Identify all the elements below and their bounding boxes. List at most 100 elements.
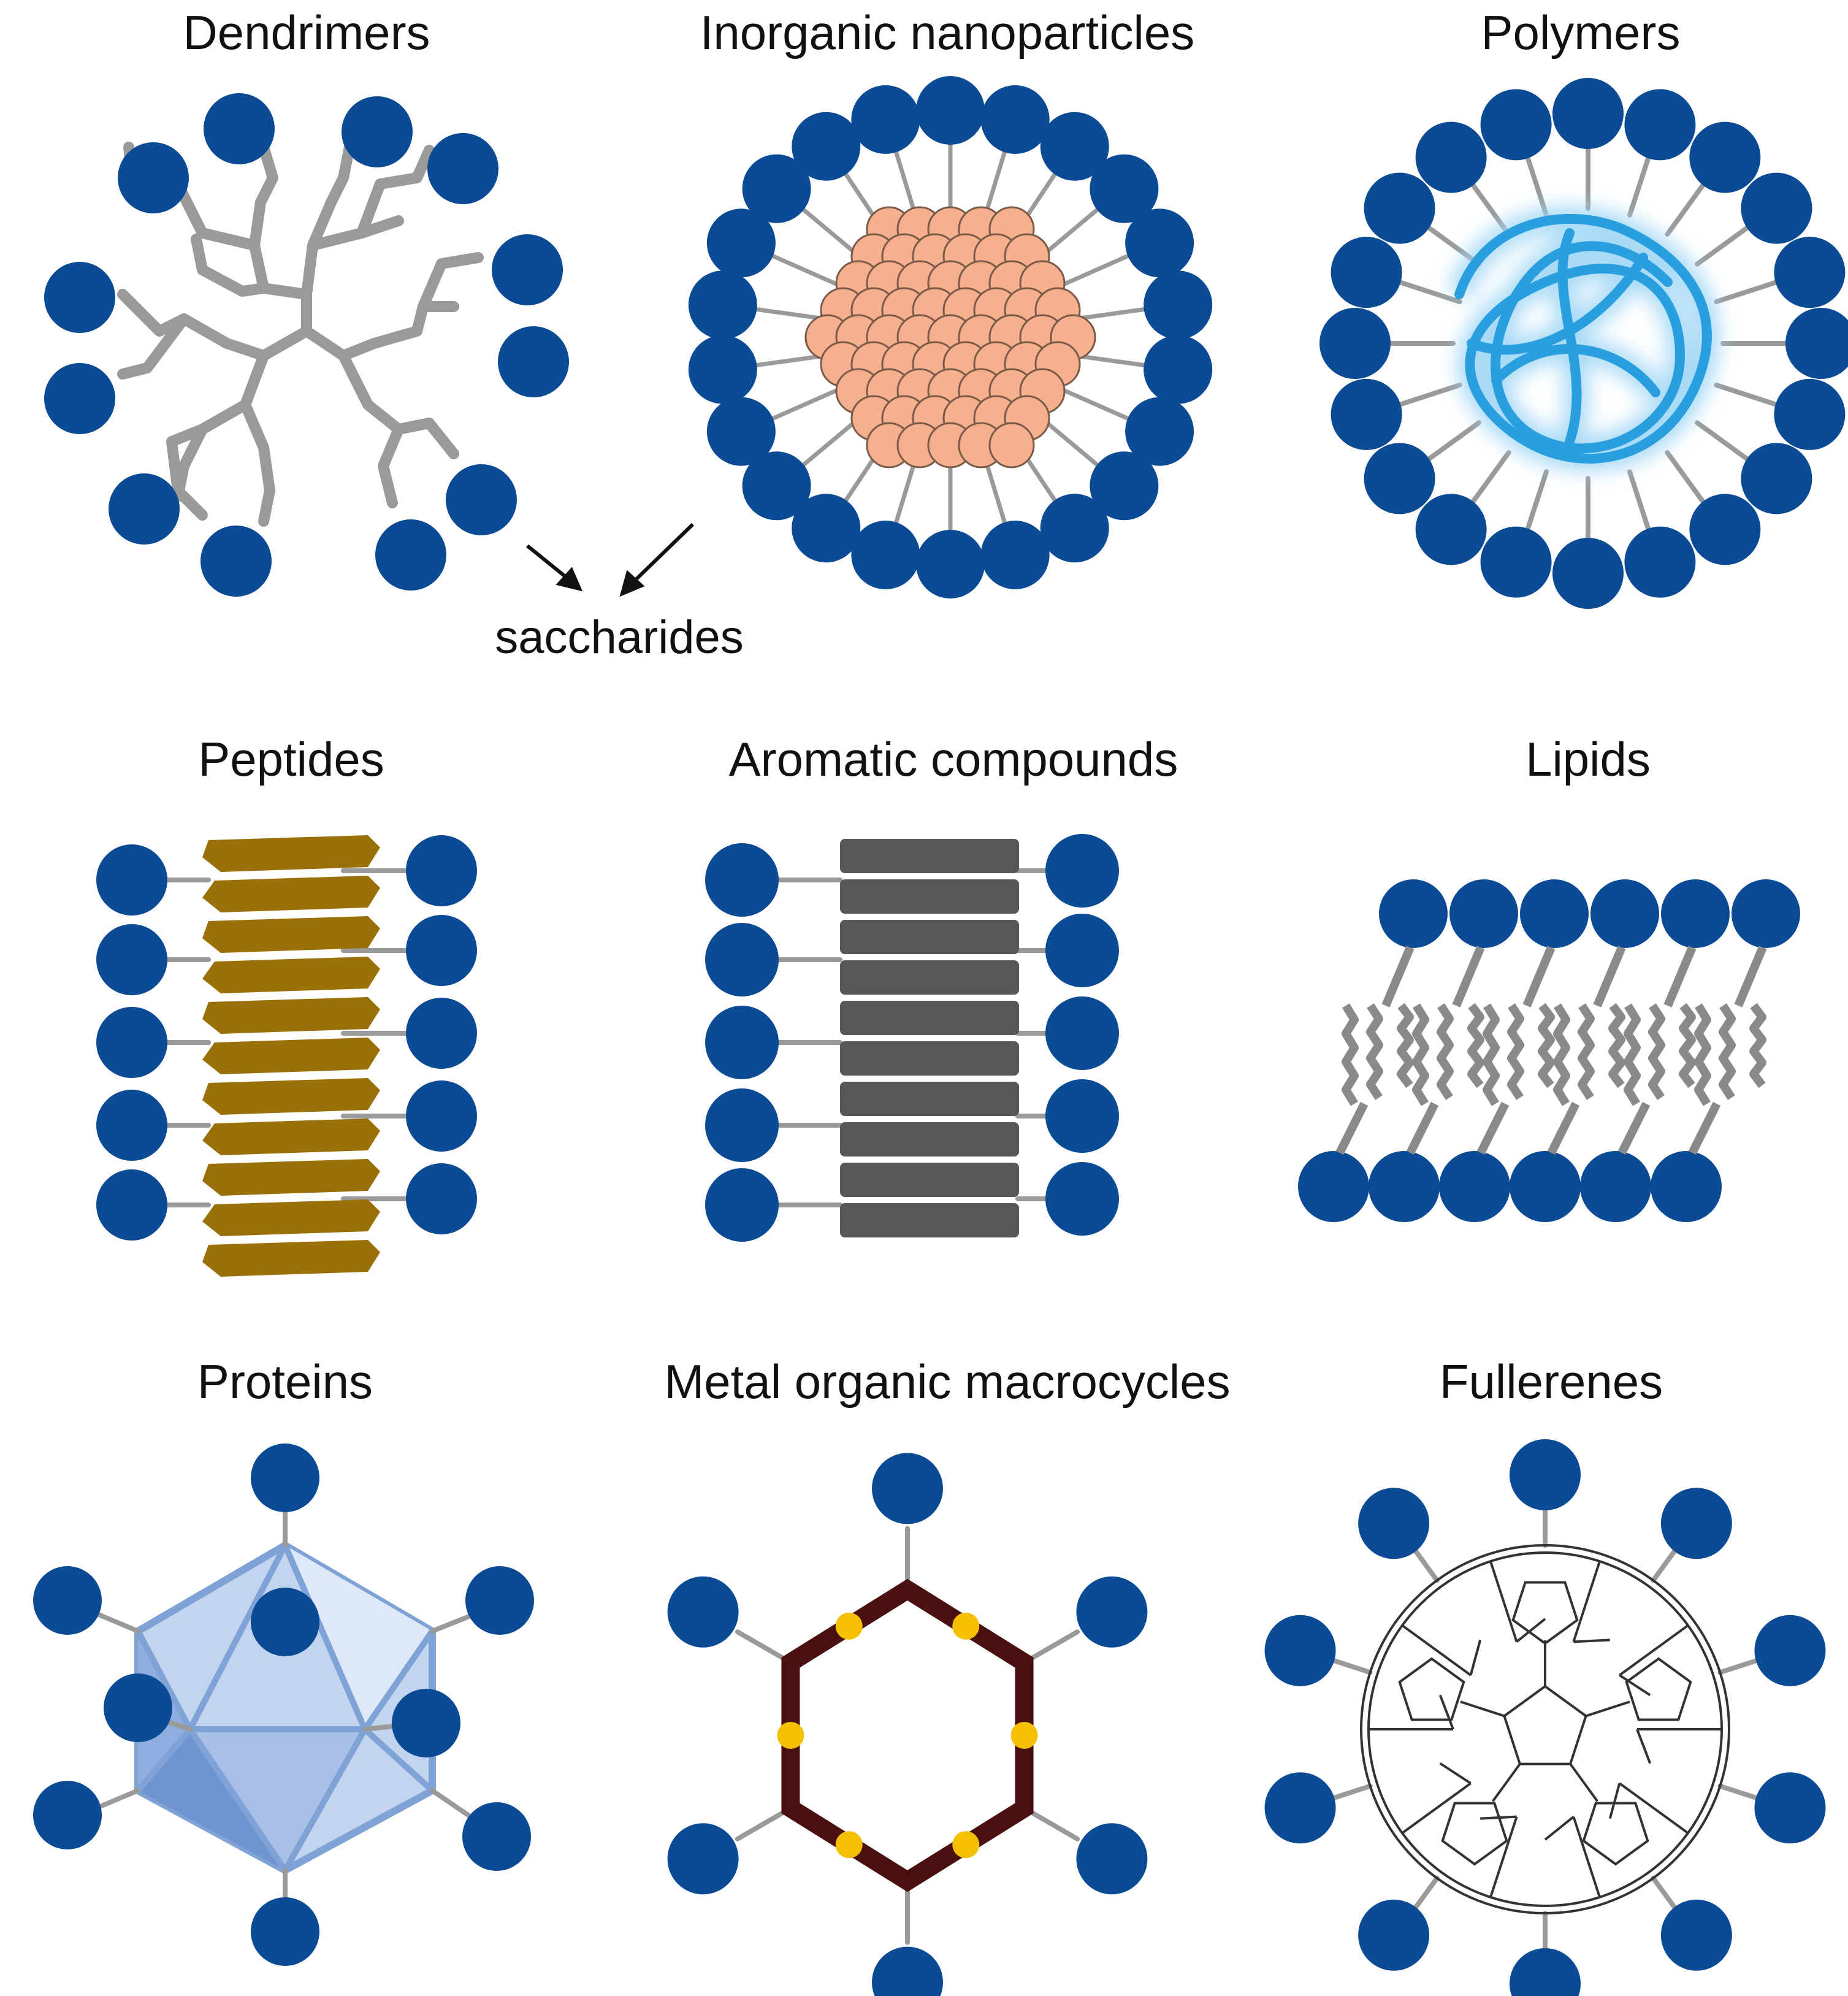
linker: [1056, 386, 1142, 426]
saccharide-ball: [706, 208, 776, 278]
capsid-facet: [190, 1729, 365, 1870]
saccharide-ball: [705, 843, 779, 917]
saccharide-ball: [109, 473, 180, 545]
saccharide-ball: [1785, 308, 1848, 379]
linker: [187, 1542, 288, 1732]
saccharide-ball: [1090, 451, 1159, 521]
saccharide-ball: [96, 924, 167, 995]
saccharide-ball: [1520, 879, 1589, 948]
lipid-neck: [1593, 946, 1626, 1008]
saccharide-ball: [667, 1823, 739, 1895]
saccharide-ball: [1661, 879, 1730, 948]
saccharide-ball: [492, 234, 563, 305]
linker: [1393, 278, 1462, 305]
saccharide-ball: [406, 835, 477, 906]
lipid-tail: [1412, 1003, 1429, 1106]
dendrimer-branch: [117, 289, 269, 361]
saccharide-ball: [1590, 879, 1659, 948]
beta-sheet-strand: [202, 957, 380, 993]
saccharide-ball: [1369, 1151, 1440, 1222]
aromatic-plate: [840, 839, 1019, 873]
saccharide-ball: [406, 1163, 477, 1234]
linker: [135, 1726, 193, 1794]
linker: [790, 415, 863, 476]
saccharide-ball: [1264, 1615, 1336, 1686]
saccharide-ball: [1741, 443, 1812, 514]
aromatic-compound-illustration: [705, 834, 1119, 1242]
beta-sheet-strand: [202, 1038, 380, 1074]
beta-sheet-strand: [202, 1240, 380, 1277]
metal-node: [777, 1722, 804, 1749]
saccharide-ball: [1552, 78, 1624, 149]
dendrimer-branch: [166, 326, 312, 521]
lipid-tail: [1648, 1003, 1665, 1100]
saccharide-ball: [1040, 494, 1109, 563]
lipid-tail: [1749, 1003, 1766, 1088]
saccharide-ball: [792, 494, 861, 563]
title-metal-organic-macrocycles: Metal organic macrocycles: [664, 1355, 1230, 1409]
lipid-illustration: [1298, 879, 1800, 1222]
fullerene-bond: [1619, 1674, 1651, 1697]
lipid-tail: [1694, 1003, 1711, 1106]
linker: [1694, 420, 1754, 465]
saccharide-ball: [1364, 443, 1435, 514]
saccharide-ball: [1298, 1151, 1369, 1222]
saccharide-ball: [1660, 1899, 1732, 1971]
dendrimer-branch: [301, 326, 459, 459]
saccharide-ball: [1651, 1151, 1722, 1222]
linker: [1523, 469, 1549, 538]
saccharide-ball: [916, 530, 985, 598]
lipid-tail: [1719, 1003, 1736, 1100]
saccharide-ball: [1774, 378, 1846, 450]
saccharide-ball: [1689, 494, 1761, 565]
polymer-chain: [1454, 213, 1712, 464]
fullerene-bond: [1480, 1815, 1517, 1820]
linker: [1714, 382, 1783, 408]
title-polymers: Polymers: [1481, 6, 1680, 59]
lipid-tail: [1608, 1003, 1625, 1088]
linker: [362, 1628, 435, 1732]
saccharide-ball: [1510, 1151, 1581, 1222]
protein-illustration: [33, 1443, 534, 1966]
saccharide-ball: [1754, 1772, 1826, 1844]
title-fullerenes: Fullerenes: [1440, 1355, 1663, 1409]
metal-node: [952, 1831, 980, 1859]
saccharide-ball: [392, 1689, 460, 1757]
saccharide-ball: [872, 1946, 943, 1996]
saccharide-ball: [1449, 879, 1518, 948]
saccharide-ball: [251, 1588, 319, 1656]
saccharide-ball: [1689, 121, 1761, 193]
lipid-tail: [1679, 1003, 1696, 1088]
saccharide-ball: [375, 519, 446, 591]
fullerene-pentagon: [1503, 1684, 1587, 1765]
dendrimer-branch: [301, 145, 435, 300]
nanoparticle-atom: [988, 422, 1035, 468]
saccharide-ball: [1045, 834, 1119, 908]
saccharide-ball: [406, 1080, 477, 1152]
title-proteins: Proteins: [197, 1355, 373, 1409]
fullerene-cage: [1360, 1544, 1730, 1914]
lipid-tail: [1397, 1003, 1414, 1088]
fullerene-pentagon: [1582, 1802, 1649, 1866]
inorganic-nanoparticle-illustration: [688, 76, 1213, 598]
metal-node: [952, 1612, 980, 1640]
linker: [1038, 198, 1110, 259]
fullerene-bond: [1619, 1624, 1689, 1677]
saccharide-ball: [1552, 538, 1624, 609]
fullerene-pentagon: [1625, 1657, 1692, 1721]
saccharide-ball: [1076, 1576, 1148, 1648]
saccharide-ball: [688, 335, 757, 404]
dendrimer-branch: [307, 142, 355, 251]
lipid-neck: [1522, 946, 1556, 1008]
lipid-tail: [1366, 1003, 1383, 1100]
saccharide-ball: [1331, 378, 1402, 450]
saccharide-ball: [96, 1169, 167, 1241]
linker: [1056, 248, 1142, 289]
saccharide-ball: [1125, 208, 1194, 278]
dendrimer-branch: [117, 313, 189, 380]
dendrimer-branch: [338, 301, 459, 361]
linker: [282, 1726, 368, 1873]
saccharide-ball: [1076, 1823, 1148, 1895]
lipid-neck: [1617, 1101, 1651, 1155]
